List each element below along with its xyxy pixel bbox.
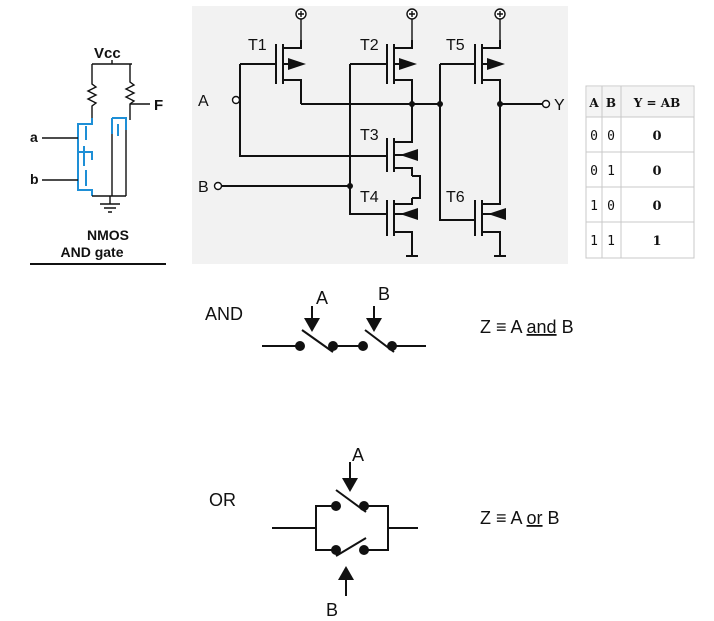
t2-arrow (399, 58, 417, 70)
nmos-caption-line1: NMOS (87, 227, 129, 243)
vdd-symbol-1 (295, 8, 307, 40)
and-switch-b-label: B (378, 284, 390, 304)
transistor-t6 (474, 104, 506, 257)
t6-body (474, 104, 501, 256)
output-y-terminal (541, 99, 551, 109)
table-cell: 0 (652, 164, 661, 179)
inverter-gate-wire (439, 64, 475, 221)
nmos-drain-lines (111, 130, 127, 196)
transistor-t3 (386, 138, 418, 176)
transistor-t5 (440, 40, 505, 104)
t1-arrow (288, 58, 306, 70)
t5-label: T5 (446, 37, 465, 54)
or-switch-diagram: OR A B Z ≡ A or B (209, 445, 560, 620)
nmos-transistor-mid (78, 146, 93, 166)
or-contact-4 (359, 545, 369, 555)
input-a-wire (239, 64, 387, 157)
t4-label: T4 (360, 189, 379, 206)
input-b-wire (222, 64, 387, 215)
table-cell: 0 (652, 199, 661, 214)
and-contact-2 (328, 341, 338, 351)
t3-t4-link (412, 175, 421, 199)
table-cell: 1 (607, 164, 615, 179)
transistor-t4 (386, 198, 418, 257)
and-label: AND (205, 304, 243, 324)
vcc-label: Vcc (94, 45, 121, 62)
table-cell: 0 (590, 164, 598, 179)
table-cell: 1 (652, 234, 661, 249)
node-x-dot (409, 101, 415, 107)
t4-body (386, 198, 413, 256)
input-b-terminal (213, 181, 223, 191)
input-b-junction (347, 183, 353, 189)
output-y-junction (497, 101, 503, 107)
or-contact-3 (331, 545, 341, 555)
header-b: B (606, 96, 616, 110)
table-cell: 1 (607, 234, 615, 249)
t6-label: T6 (446, 189, 465, 206)
input-a-label: A (198, 93, 209, 110)
or-switch-b-label: B (326, 600, 338, 620)
nmos-stack-left (77, 118, 93, 196)
nmos-caption-line2: AND gate (60, 244, 123, 260)
and-contact-3 (358, 341, 368, 351)
pullup-resistor-1 (86, 64, 98, 118)
transistor-t1 (240, 40, 306, 104)
table-cell: 0 (652, 129, 661, 144)
input-a-terminal (231, 95, 241, 105)
cmos-circuit: T1 T2 T5 A T3 (192, 6, 568, 264)
t5-arrow (487, 58, 505, 70)
or-circuit-line (272, 505, 418, 551)
table-cell: 1 (590, 234, 598, 249)
vcc-rail (92, 60, 132, 65)
or-equation: Z ≡ A or B (480, 508, 560, 528)
switch-a-blade (301, 329, 334, 353)
vdd-symbol-3 (494, 8, 506, 40)
pullup-resistor-2 (124, 64, 136, 120)
ground-icon (92, 195, 126, 213)
circuit-background (192, 6, 568, 264)
switch-b-blade (364, 329, 395, 353)
and-equation: Z ≡ A and B (480, 317, 574, 337)
input-b-label: B (198, 179, 209, 196)
table-cell: 0 (607, 199, 615, 214)
table-cell: 0 (590, 129, 598, 144)
or-switch-a-blade (335, 489, 367, 513)
t1-label: T1 (248, 37, 267, 54)
header-a: A (588, 96, 599, 110)
and-switch-a-label: A (316, 288, 328, 308)
and-contact-1 (295, 341, 305, 351)
output-label-f: F (154, 97, 163, 114)
input-label-b: b (30, 171, 39, 187)
output-y-label: Y (554, 97, 565, 114)
or-switch-b-blade (335, 537, 367, 557)
nmos-and-gate: Vcc F a b NMOS AND gate (30, 45, 166, 265)
header-y: Y = AB (633, 96, 680, 110)
transistor-t2 (350, 40, 417, 104)
node-x-wire (301, 103, 440, 138)
truth-table: A B Y = AB 0 0 0 0 1 0 1 0 0 1 1 1 (585, 85, 695, 259)
input-label-a: a (30, 129, 38, 145)
t2-label: T2 (360, 37, 379, 54)
or-contact-1 (331, 501, 341, 511)
or-switch-a-label: A (352, 445, 364, 465)
t3-label: T3 (360, 127, 379, 144)
nmos-stack-mid (111, 117, 127, 136)
and-switch-diagram: AND A B Z ≡ A and B (205, 284, 574, 353)
or-label: OR (209, 490, 236, 510)
table-cell: 0 (607, 129, 615, 144)
nmos-input-wires (42, 137, 78, 181)
vdd-symbol-2 (406, 8, 418, 40)
table-cell: 1 (590, 199, 598, 214)
